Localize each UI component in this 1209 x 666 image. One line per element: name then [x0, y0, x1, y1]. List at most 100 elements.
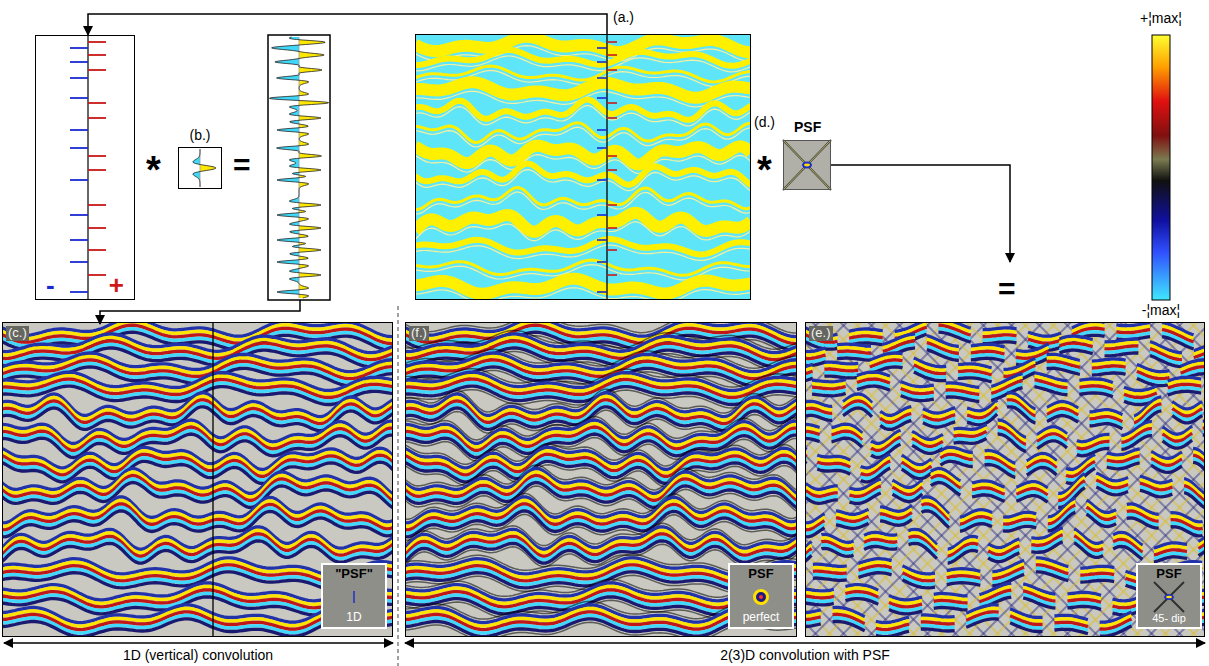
- reflection-tick: [597, 179, 607, 181]
- seismic-event: [405, 511, 797, 537]
- layer-band: [415, 279, 751, 294]
- reflection-tick: [607, 249, 617, 251]
- inset-label: "PSF": [335, 567, 373, 582]
- psf-arm: [1154, 582, 1184, 612]
- reflection-tick: [607, 41, 617, 43]
- inset-label: perfect: [743, 611, 780, 625]
- separator: [398, 306, 399, 666]
- reflection-tick: [607, 169, 617, 171]
- seismic-event: [805, 353, 1205, 372]
- trace-curve: [193, 149, 216, 187]
- inset-label: 45- dip: [1152, 612, 1186, 625]
- node-label: (b.): [190, 127, 211, 143]
- seismic-event: [805, 434, 1205, 458]
- seismic-background: [805, 322, 1205, 637]
- trace-negative-fill: [270, 37, 299, 298]
- span-arrow: [4, 642, 393, 643]
- inset-label: 1D: [346, 611, 361, 625]
- reflection-tick: [597, 261, 607, 263]
- flow-arrow: [100, 300, 300, 324]
- reflectivity-spike: [70, 77, 88, 79]
- layer-band: [415, 100, 751, 120]
- colorbar-label: +¦max¦: [1140, 11, 1182, 26]
- panel-label: (f.): [409, 326, 429, 341]
- layer-edge: [415, 192, 751, 214]
- colorbar-label: -¦max¦: [1142, 303, 1180, 318]
- earth-model: [415, 34, 751, 300]
- axis-caption: 1D (vertical) convolution: [123, 648, 273, 663]
- model-panel: (a.): [415, 34, 751, 300]
- psf-inset: PSF 45- dip: [1136, 563, 1202, 629]
- inset-label: PSF: [748, 567, 773, 582]
- node-label: PSF: [794, 119, 821, 135]
- reflectivity-spike: [70, 179, 88, 181]
- reflection-tick: [597, 239, 607, 241]
- reflectivity-spike: [70, 214, 88, 216]
- seismic-event: [2, 483, 393, 509]
- seismic-panel: (e.)PSF45- dip: [805, 322, 1205, 637]
- reflectivity-spike: [70, 239, 88, 241]
- seismic-panel: (c.)"PSF"1D: [2, 322, 393, 637]
- inset-label: PSF: [1156, 567, 1181, 582]
- reflection-tick: [597, 147, 607, 149]
- reflection-tick: [607, 54, 617, 56]
- seismic-event: [405, 507, 797, 533]
- reflection-tick: [597, 97, 607, 99]
- reflectivity-panel: -+: [35, 35, 135, 300]
- psf-core: [1166, 596, 1172, 599]
- reflectivity-spike: [70, 291, 88, 293]
- wavelet-panel: (b.): [178, 147, 222, 189]
- seismic-event: [805, 431, 1205, 455]
- seismic-event: [805, 348, 1205, 367]
- reflectivity-spike: [88, 117, 106, 119]
- layer-band: [415, 260, 751, 275]
- layer-band: [415, 50, 751, 66]
- node-label: (a.): [613, 9, 634, 25]
- reflectivity-spike: [70, 61, 88, 63]
- reflection-tick: [597, 77, 607, 79]
- reflection-tick: [597, 129, 607, 131]
- flow-arrow: [831, 165, 1010, 262]
- seismic-event: [805, 483, 1205, 509]
- operator-symbol: *: [146, 150, 161, 192]
- psf-arm: [783, 140, 831, 190]
- node-label: -: [46, 271, 55, 301]
- seismic-image: [2, 322, 393, 637]
- reflection-tick: [607, 204, 617, 206]
- operator-symbol: =: [233, 148, 251, 181]
- seismic-event: [805, 507, 1205, 533]
- reflection-tick: [607, 274, 617, 276]
- reflection-tick: [607, 155, 617, 157]
- reflectivity-spike: [88, 227, 106, 229]
- operator-symbol: =: [998, 272, 1016, 305]
- well-line: [606, 34, 607, 300]
- trace-positive-fill: [299, 37, 328, 298]
- reflectivity-spike: [70, 147, 88, 149]
- layer-band: [415, 146, 751, 165]
- psf-core: [804, 164, 810, 167]
- reflection-tick: [597, 47, 607, 49]
- psf-core: [802, 162, 812, 169]
- reflectivity-spike: [88, 54, 106, 56]
- layer-edge: [415, 245, 751, 260]
- reflectivity-spike: [88, 69, 106, 71]
- psf-box: (d.)PSF: [783, 140, 831, 190]
- seismic-image: [805, 322, 1205, 637]
- layer-edge: [415, 56, 751, 72]
- axis-caption: 2(3)D convolution with PSF: [720, 648, 890, 663]
- trace-curve: [270, 37, 329, 298]
- seismic-image: [405, 322, 797, 637]
- trace-positive-fill: [200, 149, 216, 187]
- reflection-tick: [607, 117, 617, 119]
- reflectivity-axis: [87, 36, 88, 299]
- reflectivity-spike: [88, 102, 106, 104]
- seismic-event: [2, 507, 393, 533]
- layer-edge: [415, 170, 751, 192]
- psf-perfect-core: [759, 595, 763, 599]
- reflectivity-spike: [88, 41, 106, 43]
- layer-band: [415, 123, 751, 143]
- reflectivity-spike: [88, 274, 106, 276]
- model-background: [415, 34, 751, 300]
